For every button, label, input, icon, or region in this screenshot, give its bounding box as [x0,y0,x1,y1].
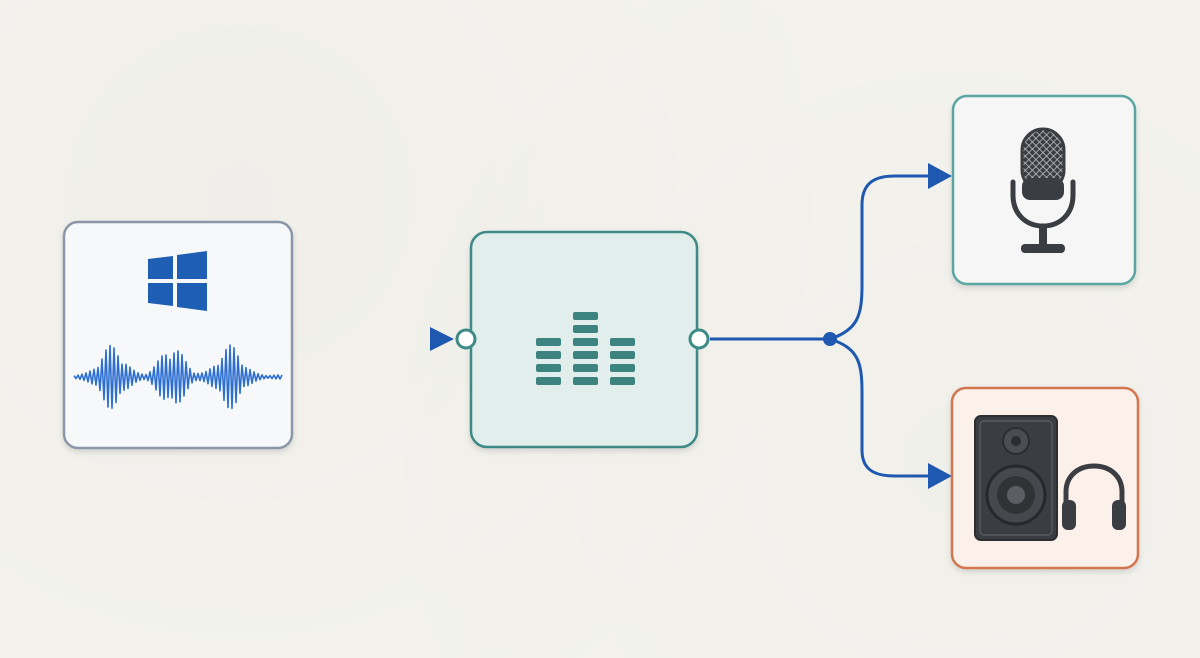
node-microphone[interactable] [951,94,1137,286]
equalizer-bar [573,364,598,372]
arrowhead-playback-icon [928,463,952,489]
arrowhead-processor-icon [430,327,454,351]
windows-logo-icon [148,251,207,311]
node-playback[interactable] [950,386,1140,570]
equalizer-bar [536,338,561,346]
equalizer-bar [573,351,598,359]
edge-junction-to-playback [829,337,935,478]
waveform-line [73,344,283,410]
equalizer-bar [536,377,561,385]
equalizer-bar [573,312,598,320]
equalizer-icon [536,312,635,385]
connectors [292,163,952,489]
equalizer-bar [573,325,598,333]
node-source[interactable] [62,220,294,450]
arrowhead-microphone-icon [928,163,952,189]
microphone-icon [1010,127,1076,253]
input-port-icon[interactable] [455,328,477,350]
equalizer-bar [610,351,635,359]
output-port-icon[interactable] [688,328,710,350]
waveform-icon [73,344,283,410]
edge-junction-to-microphone [829,174,935,341]
junction-dot [823,332,837,346]
node-processor[interactable] [455,230,710,449]
equalizer-bar [536,351,561,359]
equalizer-bar [573,377,598,385]
equalizer-bar [610,377,635,385]
equalizer-bar [536,364,561,372]
equalizer-bar [610,338,635,346]
equalizer-bar [610,364,635,372]
equalizer-bar [573,338,598,346]
speaker-icon [974,415,1058,541]
headphones-icon [1062,463,1126,530]
